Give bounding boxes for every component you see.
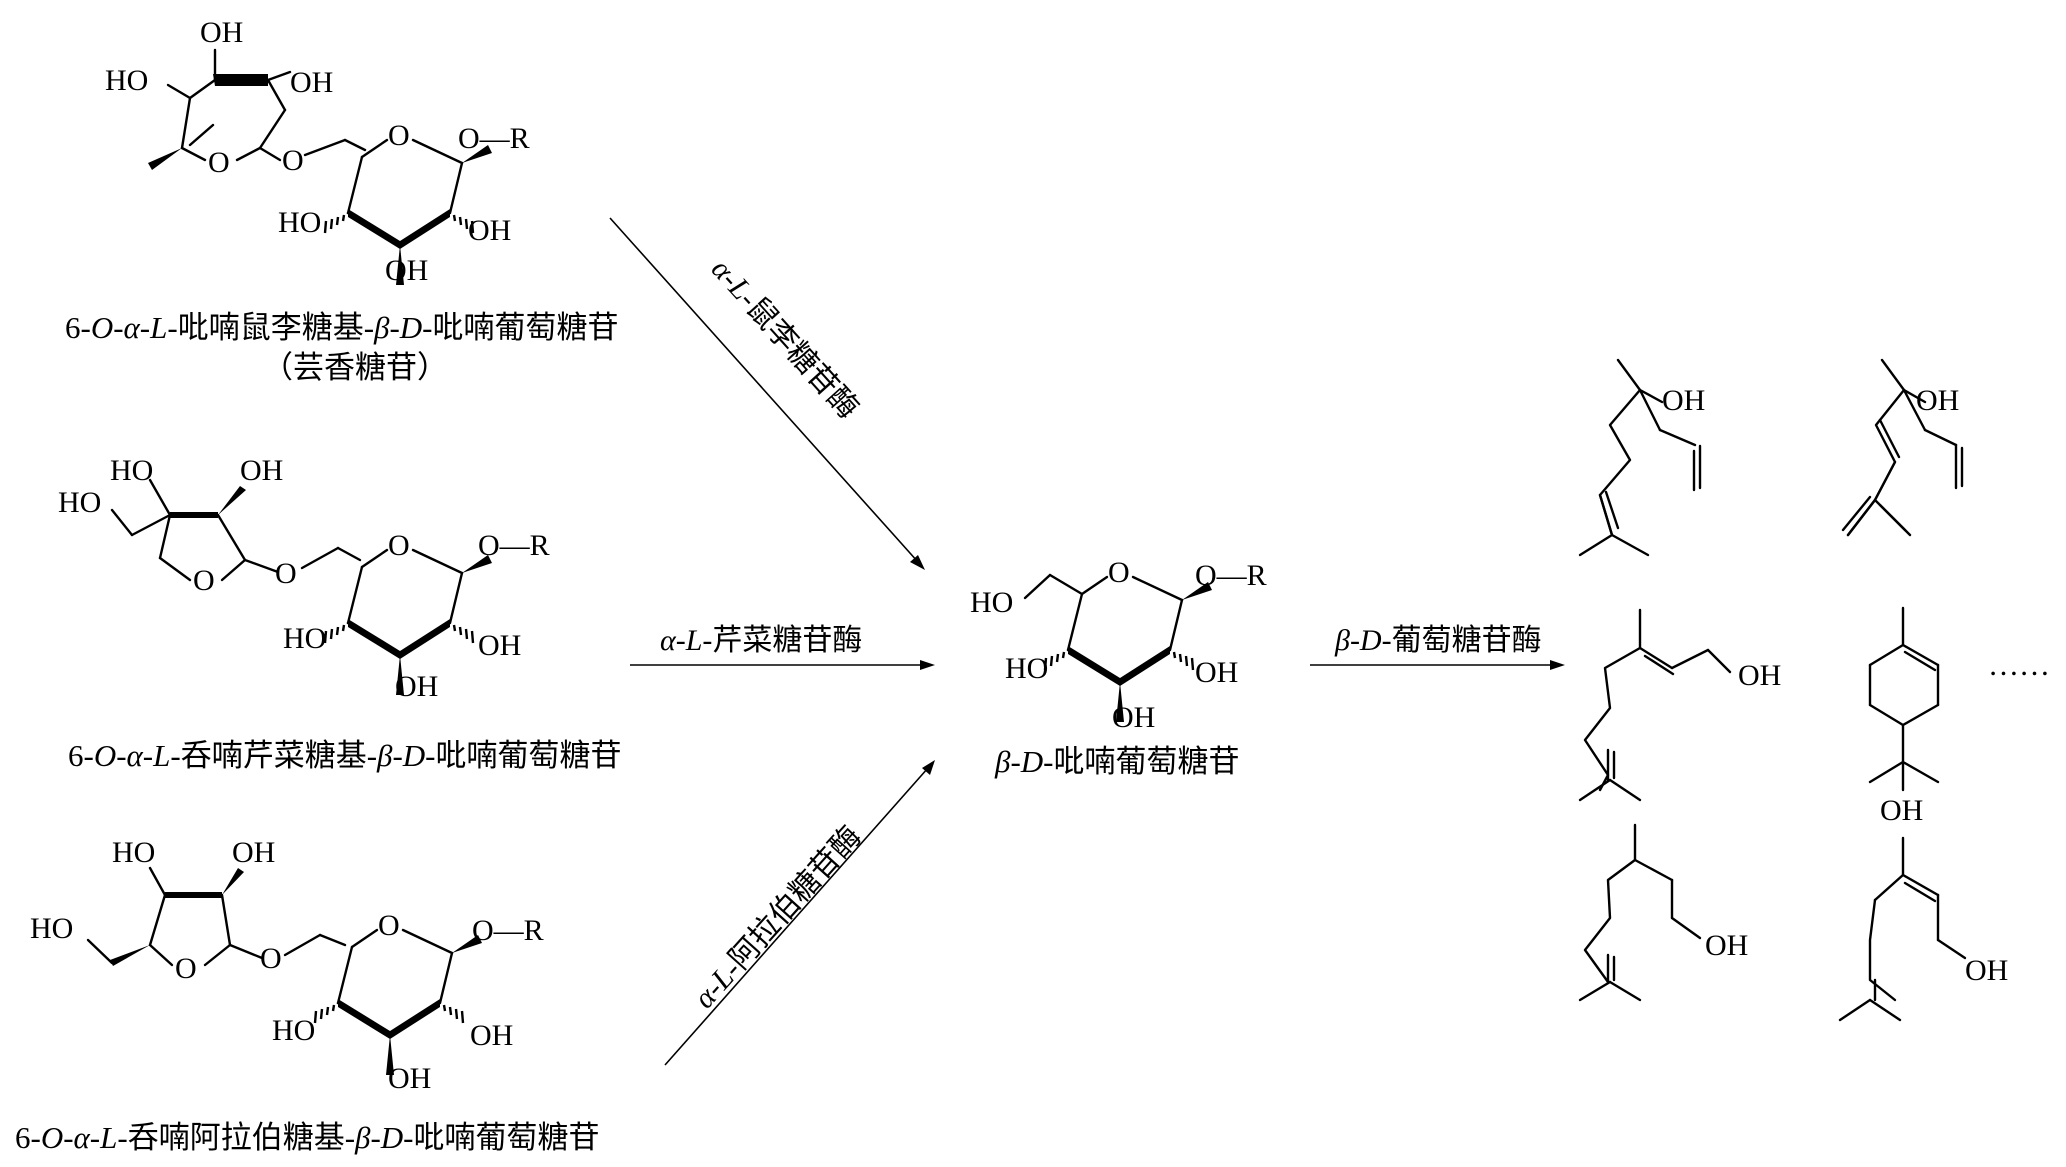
rhamnose-ring xyxy=(148,48,292,170)
atom-o: O xyxy=(282,144,304,177)
atom-oh: OH xyxy=(232,836,275,869)
atom-o: O xyxy=(275,557,297,590)
atom-oh: OH xyxy=(240,454,283,487)
atom-ho: HO xyxy=(272,1014,315,1047)
enzyme-label: α-L-鼠李糖苷酶 xyxy=(705,253,865,426)
product-hotrienol: OH xyxy=(1841,358,1964,537)
atom-oh: OH xyxy=(478,629,521,662)
atom-oh: OH xyxy=(1965,954,2008,987)
atom-or: O—R xyxy=(1195,559,1267,592)
product-linalool: OH xyxy=(1578,358,1705,557)
atom-oh: OH xyxy=(468,214,511,247)
intermediate-name: β-D-吡喃葡萄糖苷 xyxy=(994,744,1239,779)
substrate-arabinosylglucoside: HO OH HO O O O O—R HO OH OH 6-O-α-L-呑喃阿拉… xyxy=(15,836,600,1155)
intermediate-glucoside: O O—R HO HO OH OH β-D-吡喃葡萄糖苷 xyxy=(970,556,1267,779)
atom-o: O xyxy=(175,952,197,985)
atom-ho: HO xyxy=(110,454,153,487)
atom-o: O xyxy=(388,119,410,152)
atom-oh: OH xyxy=(1112,701,1155,734)
product-terpineol: OH xyxy=(1868,606,1940,827)
atom-oh: OH xyxy=(388,1062,431,1095)
atom-oh: OH xyxy=(290,66,333,99)
atom-o: O xyxy=(208,146,230,179)
atom-oh: OH xyxy=(470,1019,513,1052)
atom-ho: HO xyxy=(970,586,1013,619)
apiose-ring xyxy=(110,478,280,582)
arrow-apiosidase: α-L-芹菜糖苷酶 xyxy=(630,624,935,670)
atom-ho: HO xyxy=(278,206,321,239)
arrow-rhamnosidase: α-L-鼠李糖苷酶 xyxy=(609,217,925,570)
atom-o: O xyxy=(1108,556,1130,589)
atom-ho: HO xyxy=(112,836,155,869)
atom-o: O xyxy=(260,942,282,975)
enzyme-label: β-D-葡萄糖苷酶 xyxy=(1334,624,1542,657)
arabinose-ring xyxy=(86,866,264,967)
arrow-glucosidase: β-D-葡萄糖苷酶 xyxy=(1310,624,1565,670)
ellipsis: …… xyxy=(1988,647,2050,682)
atom-oh: OH xyxy=(1738,659,1781,692)
substrate-name: 6-O-α-L-吡喃鼠李糖基-β-D-吡喃葡萄糖苷 xyxy=(65,310,619,345)
atom-oh: OH xyxy=(395,670,438,703)
atom-ho: HO xyxy=(30,912,73,945)
atom-oh: OH xyxy=(385,254,428,287)
atom-ho: HO xyxy=(283,622,326,655)
atom-o: O xyxy=(193,564,215,597)
product-nerol: OH xyxy=(1838,836,2008,1022)
atom-ho: HO xyxy=(58,486,101,519)
enzyme-label: α-L-芹菜糖苷酶 xyxy=(660,624,862,657)
atom-or: O—R xyxy=(472,914,544,947)
atom-oh: OH xyxy=(1195,656,1238,689)
enzyme-label: α-L-阿拉伯糖苷酶 xyxy=(688,820,868,1015)
atom-ho: HO xyxy=(1005,652,1048,685)
substrate-apiosylglucoside: HO OH HO O O O O—R HO OH OH 6-O-α-L-呑喃芹菜… xyxy=(58,454,622,773)
atom-oh: OH xyxy=(1880,794,1923,827)
atom-oh: OH xyxy=(1662,384,1705,417)
atom-oh: OH xyxy=(200,16,243,49)
arrow-arabinosidase: α-L-阿拉伯糖苷酶 xyxy=(664,760,935,1066)
substrate-name: 6-O-α-L-呑喃阿拉伯糖基-β-D-吡喃葡萄糖苷 xyxy=(15,1120,600,1155)
atom-oh: OH xyxy=(1705,929,1748,962)
atom-ho: HO xyxy=(105,64,148,97)
substrate-name: 6-O-α-L-呑喃芹菜糖基-β-D-吡喃葡萄糖苷 xyxy=(68,738,622,773)
atom-o: O xyxy=(378,909,400,942)
atom-or: O—R xyxy=(478,529,550,562)
substrate-common-name: （芸香糖苷） xyxy=(262,350,448,385)
atom-oh: OH xyxy=(1916,384,1959,417)
product-citronellol: OH xyxy=(1578,823,1748,1002)
glucose-ring xyxy=(313,928,484,1077)
atom-or: O—R xyxy=(458,122,530,155)
substrate-rutinoside: HO OH OH O O O O—R HO OH OH 6-O-α-L-吡喃鼠李… xyxy=(65,16,619,385)
atom-o: O xyxy=(388,529,410,562)
product-geraniol: OH xyxy=(1578,608,1781,802)
